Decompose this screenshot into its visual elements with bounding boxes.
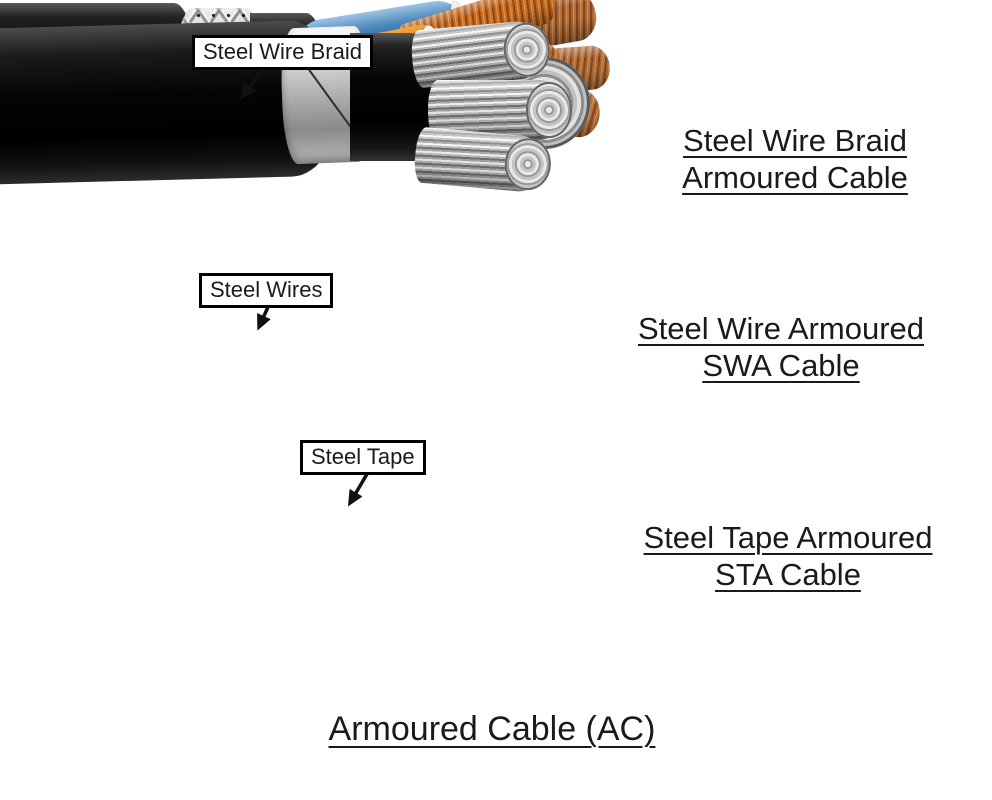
- callout-steel-wires: Steel Wires: [199, 273, 334, 308]
- aluminium-conductor: [412, 126, 548, 194]
- aluminium-conductor: [428, 80, 572, 140]
- steel-tape-armoured-cable-illustration: [0, 0, 640, 215]
- label-line: STA Cable: [715, 557, 861, 592]
- callout-steel-wire-braid: Steel Wire Braid: [192, 35, 373, 70]
- label-steel-wire-armoured-swa-cable: Steel Wire Armoured SWA Cable: [605, 310, 957, 384]
- arrow-steel-tape: [347, 473, 369, 507]
- label-line: Armoured Cable: [682, 160, 908, 195]
- callout-steel-tape: Steel Tape: [300, 440, 426, 475]
- arrow-steel-wires: [257, 306, 271, 331]
- label-line: SWA Cable: [702, 348, 860, 383]
- label-steel-tape-armoured-sta-cable: Steel Tape Armoured STA Cable: [612, 519, 964, 593]
- label-steel-wire-braid-armoured-cable: Steel Wire Braid Armoured Cable: [620, 122, 970, 196]
- label-line: Steel Wire Braid: [683, 123, 907, 158]
- label-line: Steel Tape Armoured: [643, 520, 933, 555]
- label-line: Steel Wire Armoured: [638, 311, 924, 346]
- page-title: Armoured Cable (AC): [328, 710, 656, 748]
